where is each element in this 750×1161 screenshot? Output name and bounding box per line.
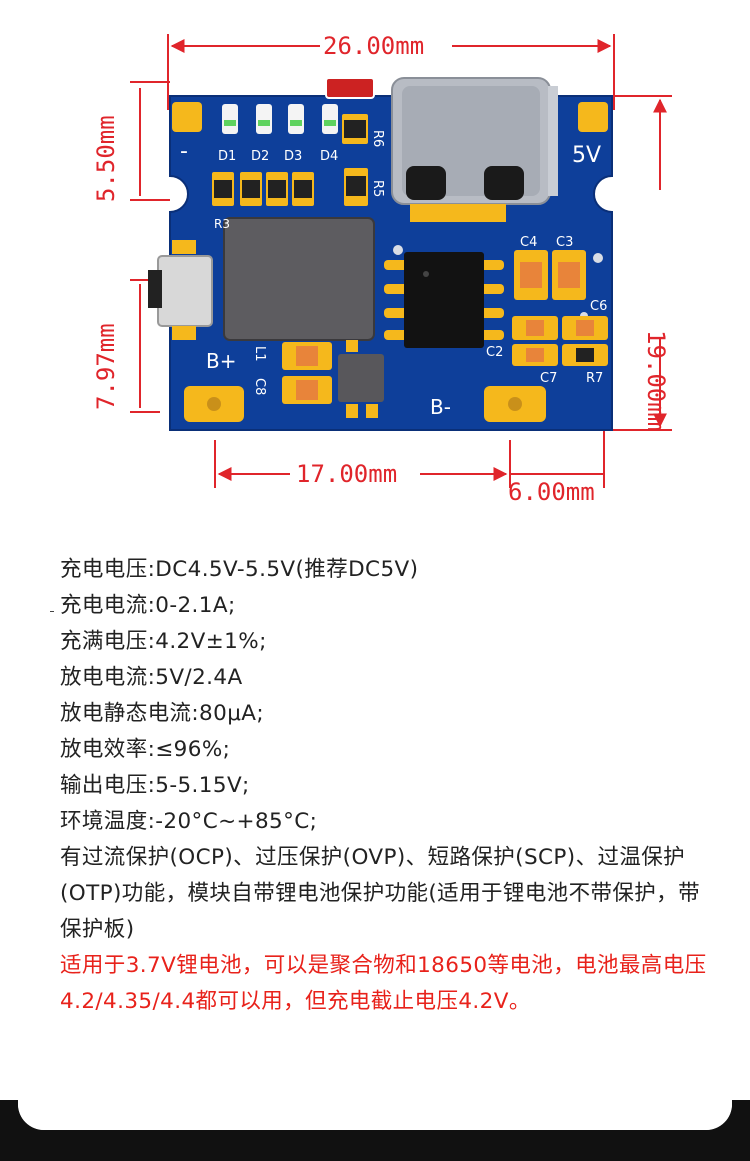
usb-c-connector [325,77,558,222]
label-l1: L1 [252,346,267,362]
label-c7: C7 [540,371,557,386]
dim-left-upper-label: 5.50mm [92,115,120,202]
label-b-plus: B+ [206,349,236,373]
spec-discharge-current: 放电电流:5V/2.4A [60,665,243,690]
dim-bottom-label: 17.00mm [296,460,397,488]
spec-temperature: 环境温度:-20°C~+85°C; [60,809,318,834]
spec-full-voltage: 充满电压:4.2V±1%; [60,629,267,654]
label-c3: C3 [556,235,573,250]
mosfet [338,340,384,418]
label-d1: D1 [218,149,236,164]
label-c4: C4 [520,235,537,250]
spec-charge-current: 充电电流:0-2.1A; [60,593,236,618]
label-b-minus: B- [430,395,451,419]
inductor [223,217,375,341]
capacitor-block [282,250,608,404]
dim-width-label: 26.00mm [323,32,424,60]
label-d4: D4 [320,149,338,164]
label-minus: - [180,139,188,164]
pcb-board: D1 D2 D3 D4 R3 R6 R5 C4 C3 C6 C2 C7 R7 L… [148,77,613,431]
label-c6: C6 [590,299,607,314]
dim-left-lower-label: 7.97mm [92,323,120,410]
spec-charge-voltage: 充电电压:DC4.5V-5.5V(推荐DC5V) [60,557,419,582]
spec-protection: 有过流保护(OCP)、过压保护(OVP)、短路保护(SCP)、过温保护(OTP)… [60,845,700,942]
dimension-lines [130,34,672,488]
slide-switch [148,240,213,340]
label-r7: R7 [586,371,603,386]
battery-note: 适用于3.7V锂电池，可以是聚合物和18650等电池，电池最高电压4.2/4.3… [60,953,707,1014]
label-r5: R5 [370,180,385,197]
spec-efficiency: 放电效率:≤96%; [60,737,231,762]
spec-quiescent-current: 放电静态电流:80μA; [60,701,265,726]
label-d3: D3 [284,149,302,164]
dim-bottom-right-label: 6.00mm [508,478,595,506]
resistor-row [212,114,368,206]
label-r3: R3 [214,217,230,231]
label-5v: 5V [572,143,601,168]
label-r6: R6 [370,130,385,147]
card-bottom [18,1080,732,1130]
label-d2: D2 [251,149,269,164]
spec-list: 充电电压:DC4.5V-5.5V(推荐DC5V) 充电电流:0-2.1A; 充满… [60,552,710,1020]
led-row [222,104,338,134]
spec-output-voltage: 输出电压:5-5.15V; [60,773,250,798]
dim-right-label: 19.00mm [642,330,670,431]
pcb-drawing: 26.00mm 17.00mm 6.00mm 5.50mm 7.97mm 19.… [92,32,672,506]
stray-mark [50,611,54,612]
label-c2: C2 [486,345,503,360]
ic-chip [384,252,504,348]
label-c8: C8 [252,378,267,395]
